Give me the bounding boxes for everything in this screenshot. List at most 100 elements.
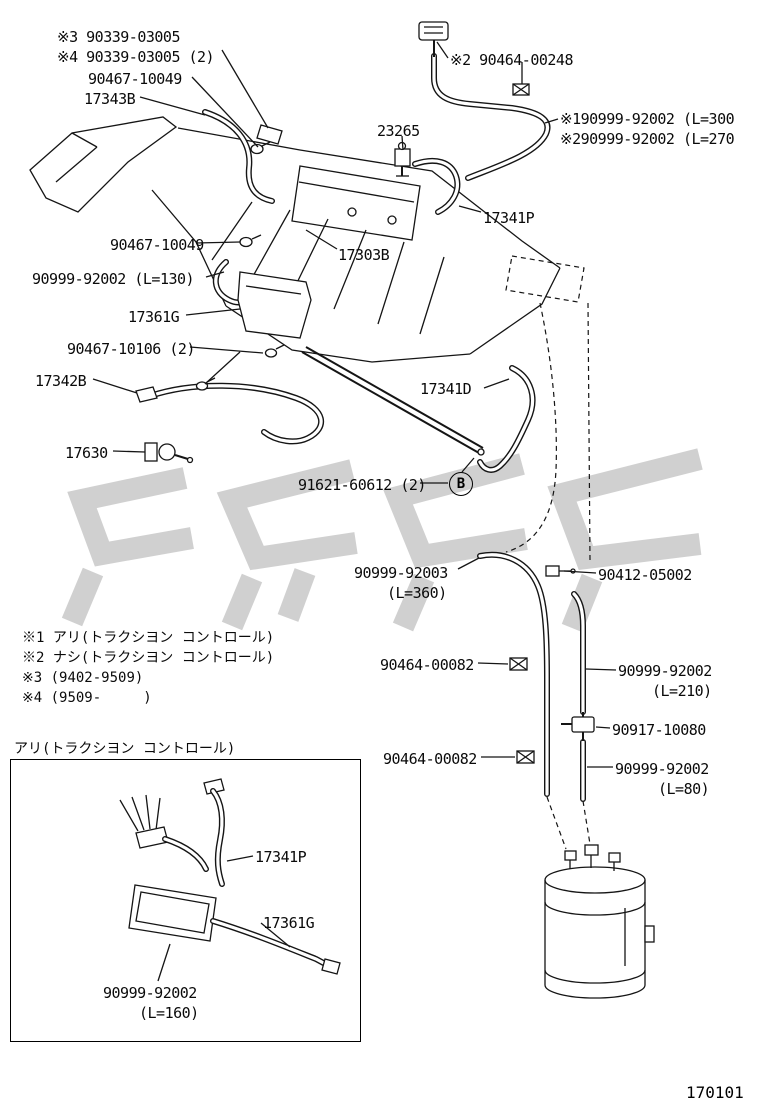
fittings-and-clamps (135, 21, 595, 764)
watermark-glyph (216, 459, 358, 571)
part-label-17361g: 17361G (128, 308, 180, 326)
wire-fan (119, 794, 161, 832)
inset-bracket-17361g (128, 884, 217, 942)
valve-23265 (394, 148, 411, 167)
inset-hose-17361g (211, 919, 333, 969)
hidden-hose-route (587, 302, 591, 561)
leader-lines (92, 41, 617, 982)
hose-17341p (413, 159, 459, 214)
part-label-90917-10080: 90917-10080 (612, 721, 706, 739)
canister-port (564, 850, 577, 861)
legend-item-2: ※2 ナシ(トラクシヨン コントロール) (22, 650, 275, 666)
leader-line (544, 118, 559, 124)
inset-bracket-inner (135, 891, 210, 934)
leader-line (457, 557, 480, 570)
clamp-cross (516, 750, 535, 764)
leader-line (191, 76, 259, 148)
part-label-90999-92002-l270: ※290999-92002 (L=270 (560, 130, 735, 148)
bolt-circle (347, 207, 357, 217)
vacuum-pipe-91621 (301, 346, 484, 454)
part-label-90464-00082-b: 90464-00082 (383, 750, 477, 768)
leader-line (563, 570, 597, 574)
hose-17343b (203, 110, 274, 203)
part-label-17342b: 17342B (35, 372, 87, 390)
part-label-90999-92002-l80-len: (L=80) (658, 780, 710, 798)
part-label-23265: 23265 (377, 122, 420, 140)
canister-band (544, 901, 646, 916)
valve-17630 (158, 443, 176, 461)
part-label-90339-03005-a: ※3 90339-03005 (57, 28, 180, 46)
inset-label-17341p: 17341P (255, 848, 307, 866)
hose-90999-92003-l360 (478, 553, 549, 796)
valve-cover-outline (29, 116, 178, 213)
hose-end-fitting-17342b (135, 386, 158, 403)
hose-17342b (148, 384, 323, 443)
leader-line (195, 241, 241, 244)
part-label-17630: 17630 (65, 444, 108, 462)
leader-line (260, 922, 291, 948)
part-label-90467-10049-mid: 90467-10049 (110, 236, 204, 254)
inset-label-90999-92002-len: (L=160) (139, 1004, 199, 1022)
watermark-glyph (61, 567, 104, 627)
part-label-90339-03005-b: ※4 90339-03005 (2) (57, 48, 215, 66)
union-90339-03005 (256, 124, 283, 145)
leader-line (595, 726, 611, 729)
hidden-hose-route (505, 302, 557, 553)
leader-line (185, 308, 241, 316)
hose-17342b (147, 382, 325, 445)
leader-line (92, 378, 138, 394)
bracket-17361g (237, 271, 312, 339)
leader-line (305, 229, 338, 250)
leader-line (585, 668, 617, 671)
inset-hose-branch (163, 837, 208, 871)
inset-label-90999-92002: 90999-92002 (103, 984, 197, 1002)
part-label-90467-10106: 90467-10106 (2) (67, 340, 195, 358)
hose-90999-92003-l360 (477, 551, 550, 797)
charcoal-canister (544, 796, 655, 999)
leader-line (226, 855, 254, 862)
clamp-tail (261, 141, 271, 147)
part-label-91621-60612: 91621-60612 (2) (298, 476, 426, 494)
clamp-cross (509, 657, 528, 671)
inset-title: アリ(トラクシヨン コントロール) (14, 741, 236, 757)
watermark-glyph (277, 568, 316, 622)
hose-90999-92002-l210 (572, 592, 585, 714)
watermark-glyph (392, 573, 435, 632)
hose-90999-92002-l300 (431, 53, 551, 181)
callout-b: B (449, 472, 473, 496)
canister-top (544, 866, 646, 894)
watermark-glyph (67, 467, 194, 567)
leader-line (112, 450, 146, 453)
leader-line (483, 378, 510, 389)
leader-line (157, 943, 171, 982)
legend-item-3: ※3 (9402-9509) (22, 670, 144, 686)
part-label-90999-92002-l210-len: (L=210) (652, 682, 712, 700)
part-label-17341d: 17341D (420, 380, 472, 398)
manifold-right-edge (469, 267, 561, 355)
legend-item-4: ※4 (9509- ) (22, 690, 152, 706)
clamp-tail (275, 344, 285, 350)
tee-stubs (561, 712, 584, 741)
leader-line (458, 205, 482, 213)
part-label-90999-92003: 90999-92003 (354, 564, 448, 582)
part-label-90464-00082-a: 90464-00082 (380, 656, 474, 674)
clamp-90467-10106-b (195, 381, 209, 391)
leader-line (205, 271, 225, 278)
watermark-glyph (221, 573, 263, 631)
clamp-90467-10049-top (250, 143, 264, 155)
plenum-outline (291, 165, 421, 241)
leader-line (436, 41, 449, 59)
leader-line (139, 96, 206, 116)
part-label-90999-92002-l130: 90999-92002 (L=130) (32, 270, 195, 288)
valve-cover-line (55, 146, 98, 183)
connector-90464-00248-top (418, 21, 449, 41)
union-90412-05002 (545, 565, 560, 577)
intake-runner-lines (211, 201, 445, 335)
hose-17341d (478, 366, 535, 472)
inset-end-fitting (321, 958, 341, 975)
clamp-90467-10049-mid (239, 236, 253, 248)
part-label-17303b: 17303B (338, 246, 390, 264)
valve-17630-tip (186, 456, 194, 464)
valve-17630-stem (174, 454, 189, 460)
part-label-17341p: 17341P (483, 209, 535, 227)
